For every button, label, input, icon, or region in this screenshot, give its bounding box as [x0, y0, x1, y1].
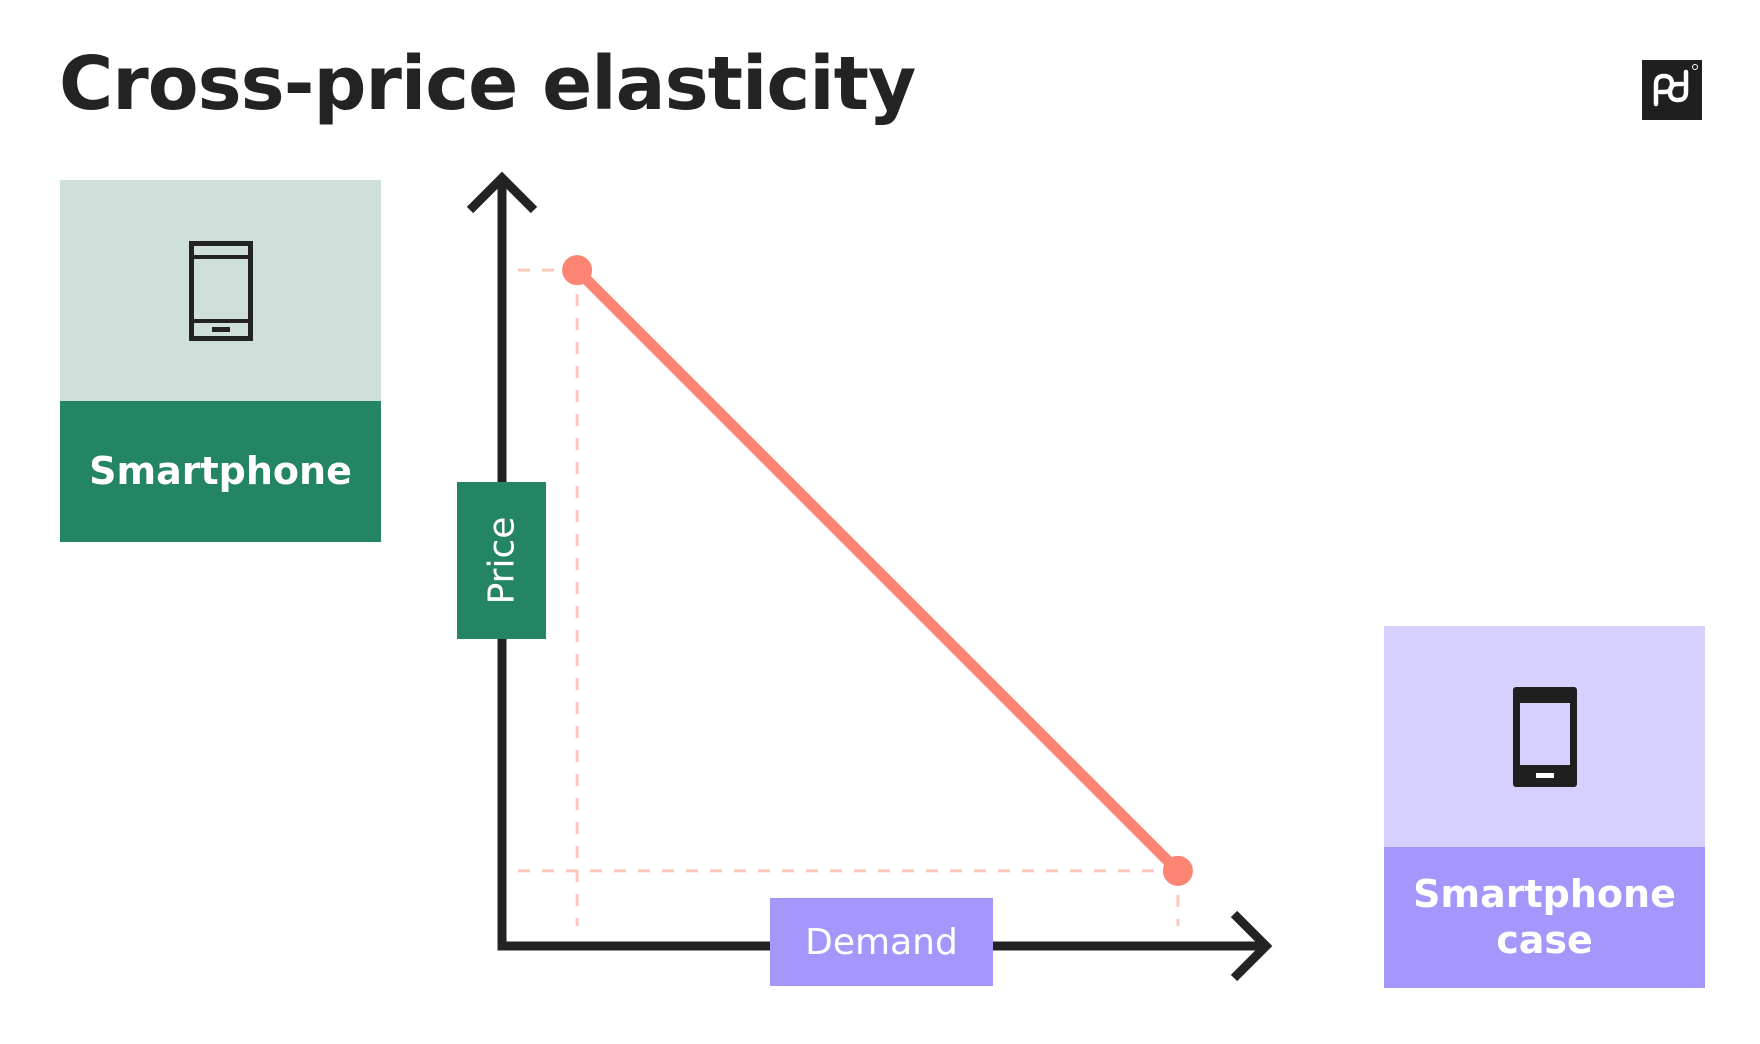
price-axis-label: Price — [457, 482, 546, 639]
series-marks — [562, 255, 1193, 886]
data-point — [562, 255, 593, 286]
smartphone-outline-icon — [188, 240, 253, 341]
pd-logo — [1642, 60, 1702, 120]
y-axis-arrowhead — [466, 171, 538, 214]
smartphone-card: Smartphone — [60, 180, 381, 542]
x-axis-arrowhead — [1230, 910, 1273, 982]
smartphone-case-card-top — [1384, 626, 1705, 847]
smartphone-card-top — [60, 180, 381, 401]
smartphone-case-card: Smartphone case — [1384, 626, 1705, 988]
pd-logo-icon — [1653, 64, 1698, 107]
guide-lines — [518, 268, 1180, 926]
demand-axis-label: Demand — [770, 898, 993, 986]
smartphone-case-card-label: Smartphone case — [1384, 847, 1705, 988]
price-axis-label-text: Price — [480, 516, 522, 605]
smartphone-card-label: Smartphone — [60, 401, 381, 542]
smartphone-filled-icon — [1512, 686, 1577, 787]
axes — [497, 178, 1264, 951]
page-title: Cross-price elasticity — [59, 41, 916, 127]
data-point — [1162, 855, 1193, 886]
series-line — [571, 264, 1184, 877]
